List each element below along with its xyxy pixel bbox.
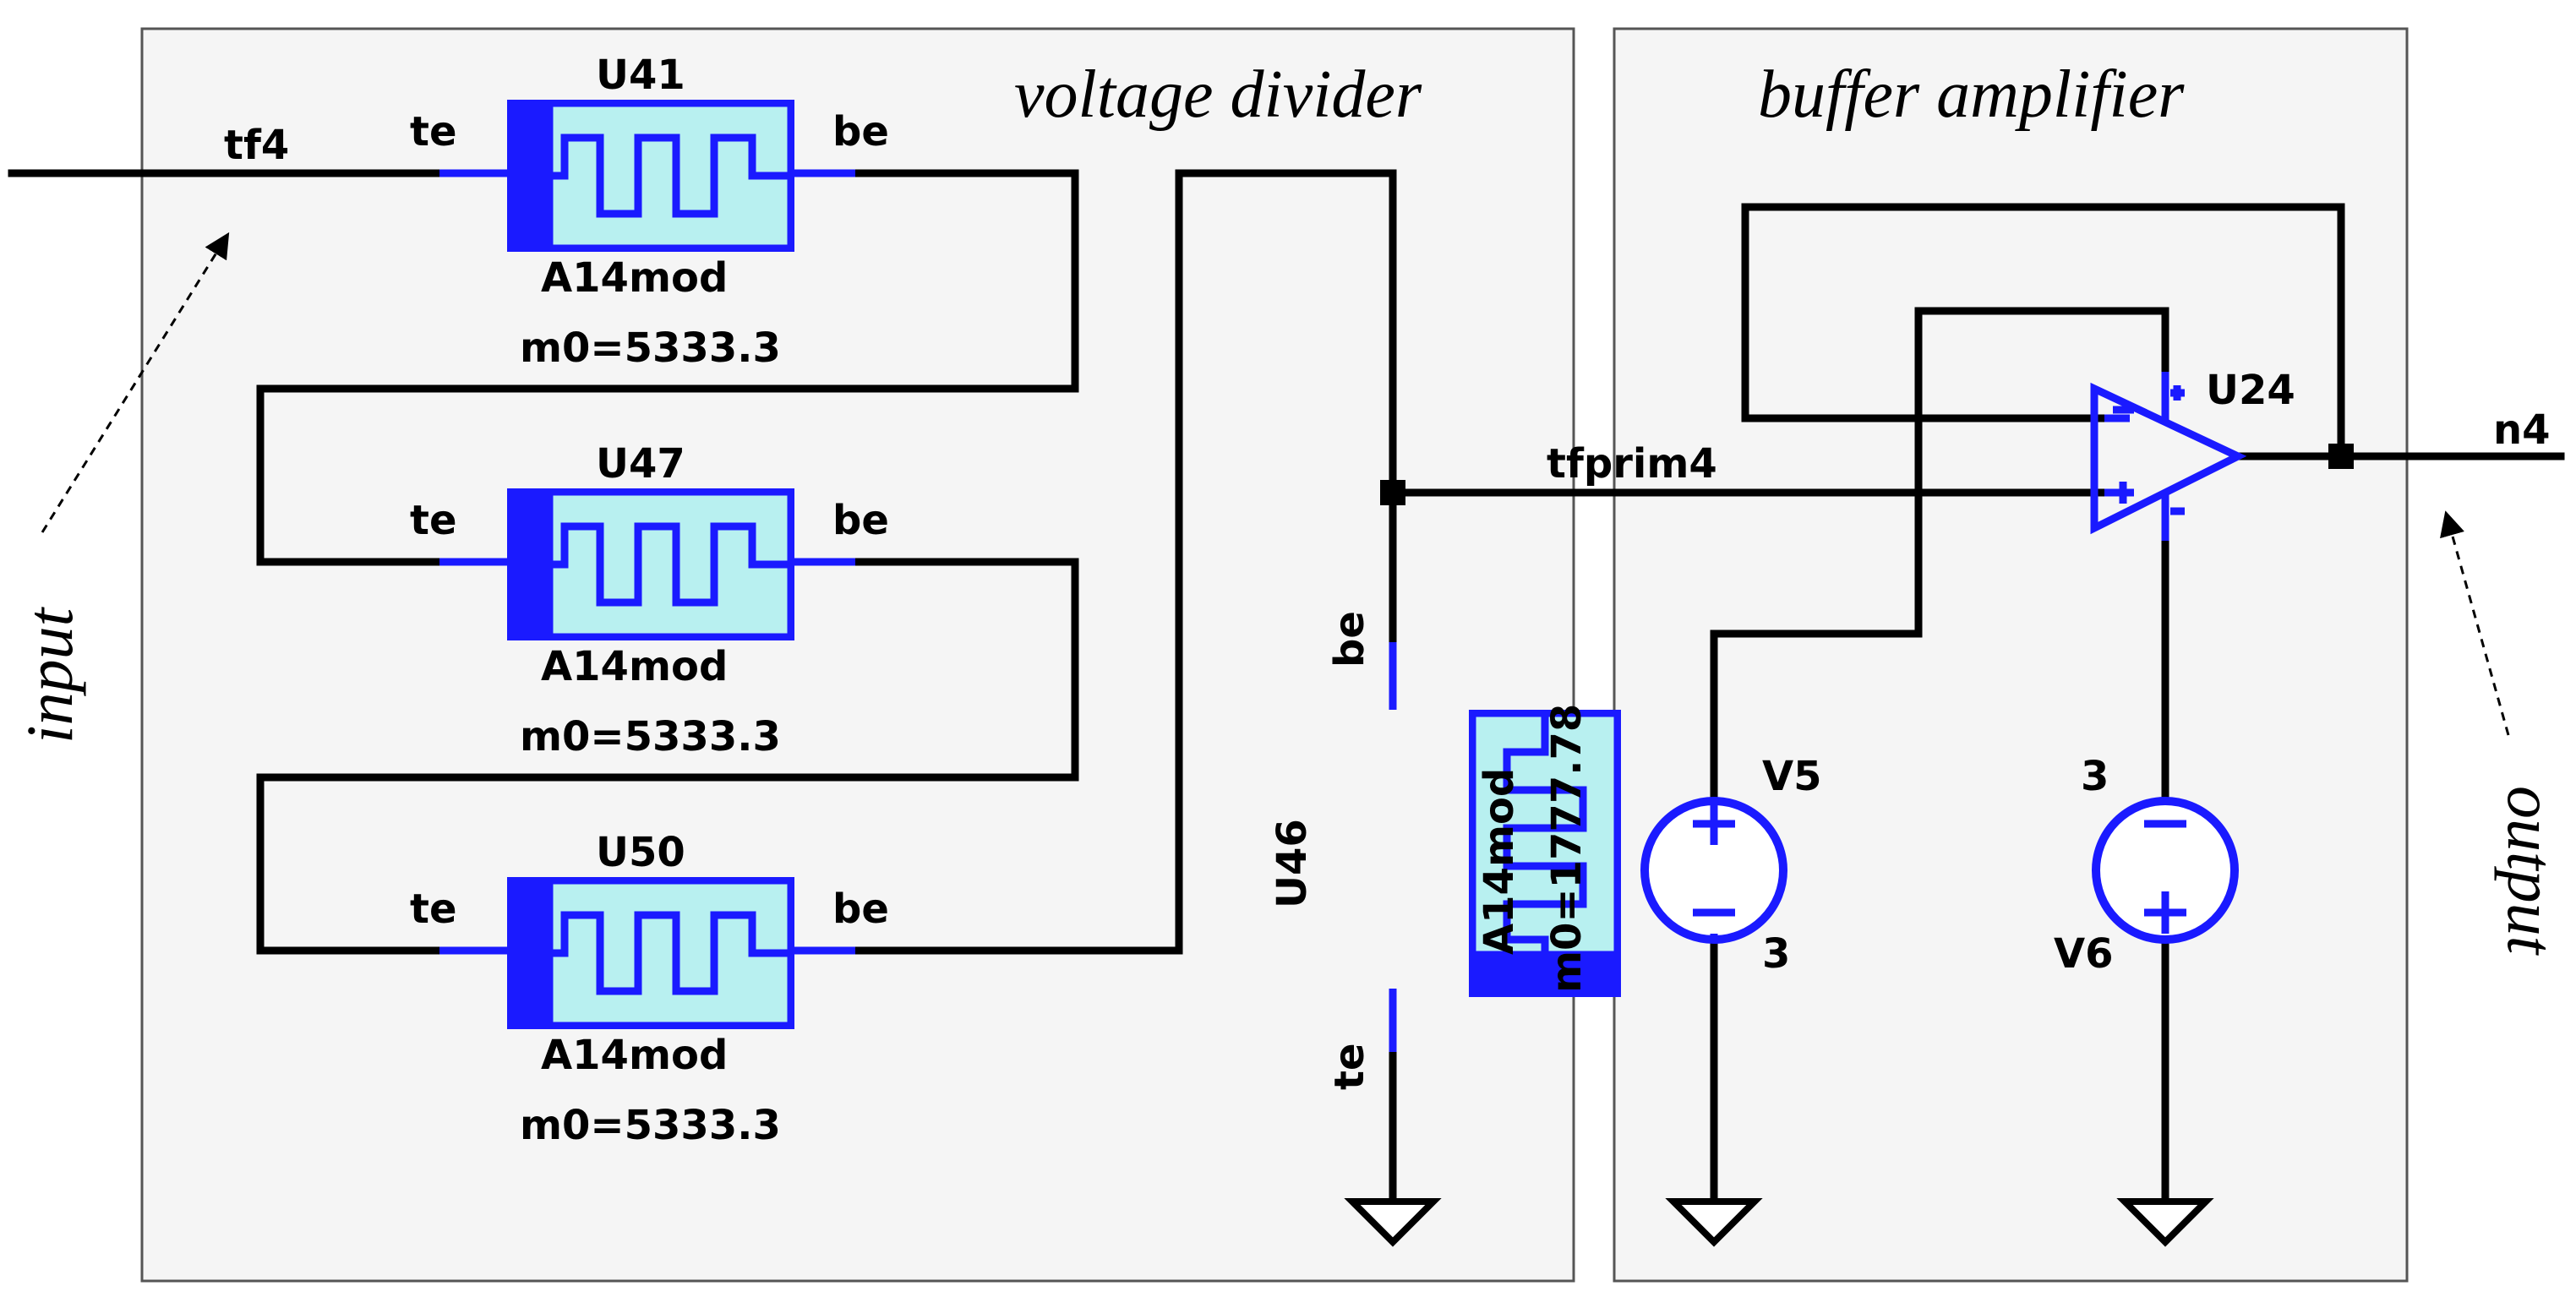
net-label-output: n4	[2493, 406, 2551, 454]
element-model: A14mod	[1476, 768, 1523, 955]
source-v5: V5 3	[1640, 753, 1822, 978]
wire-feedback	[1741, 203, 2345, 460]
pin-label-right: be	[832, 886, 889, 933]
ground-icon	[1665, 1198, 1763, 1247]
element-ref: U47	[596, 440, 685, 488]
output-arrow	[2440, 510, 2510, 736]
element-u47: U47 te be A14mod m0=5333.3	[410, 440, 889, 760]
element-u41: U41 te be A14mod m0=5333.3	[410, 52, 889, 372]
element-u50: U50 te be A14mod m0=5333.3	[410, 829, 889, 1149]
pin-label-left: te	[410, 108, 457, 155]
pin-label-right: be	[832, 108, 889, 155]
wire-u47-u50	[256, 558, 1079, 955]
element-model: A14mod	[541, 1032, 728, 1079]
element-param: m0=1777.78	[1543, 704, 1591, 993]
pin-label-top: be	[1326, 611, 1373, 668]
wire-u50-u46	[851, 169, 1397, 955]
pin-label-right: be	[832, 497, 889, 544]
buffer-amplifier-panel	[1613, 27, 2409, 1283]
element-u24: U24	[2090, 367, 2295, 541]
wire-u41-u47	[256, 169, 1079, 566]
buffer-amplifier-title: buffer amplifier	[1758, 57, 2185, 132]
element-u46: be te U46 A14mod m0=1777.78	[1269, 611, 1621, 1090]
source-value: 3	[2081, 753, 2109, 800]
pin-label-bottom: te	[1326, 1044, 1373, 1091]
input-annotation: input	[13, 606, 86, 744]
element-ref: U46	[1269, 819, 1316, 908]
source-ref: V6	[2054, 930, 2114, 978]
element-param: m0=5333.3	[520, 1102, 781, 1149]
element-model: A14mod	[541, 643, 728, 690]
net-label-input: tf4	[224, 122, 289, 169]
ground-icon	[1344, 1198, 1442, 1247]
ground-icon	[2116, 1198, 2214, 1247]
voltage-divider-title: voltage divider	[1014, 57, 1422, 132]
net-label-tfprim4: tfprim4	[1547, 440, 1717, 488]
element-ref: U24	[2206, 367, 2295, 414]
element-param: m0=5333.3	[520, 713, 781, 760]
source-ref: V5	[1762, 753, 1822, 800]
input-arrow	[41, 232, 230, 533]
output-annotation: output	[2494, 786, 2568, 956]
junction-output	[2328, 444, 2354, 469]
element-ref: U41	[596, 52, 685, 99]
element-ref: U50	[596, 829, 685, 876]
element-model: A14mod	[541, 254, 728, 302]
voltage-divider-panel	[140, 27, 1575, 1283]
source-v6: 3 V6	[2054, 753, 2239, 978]
source-value: 3	[1762, 930, 1790, 978]
wire-v5-supply	[1710, 307, 2169, 815]
pin-label-left: te	[410, 497, 457, 544]
pin-label-left: te	[410, 886, 457, 933]
element-param: m0=5333.3	[520, 324, 781, 372]
junction-tfprim4	[1380, 480, 1405, 505]
